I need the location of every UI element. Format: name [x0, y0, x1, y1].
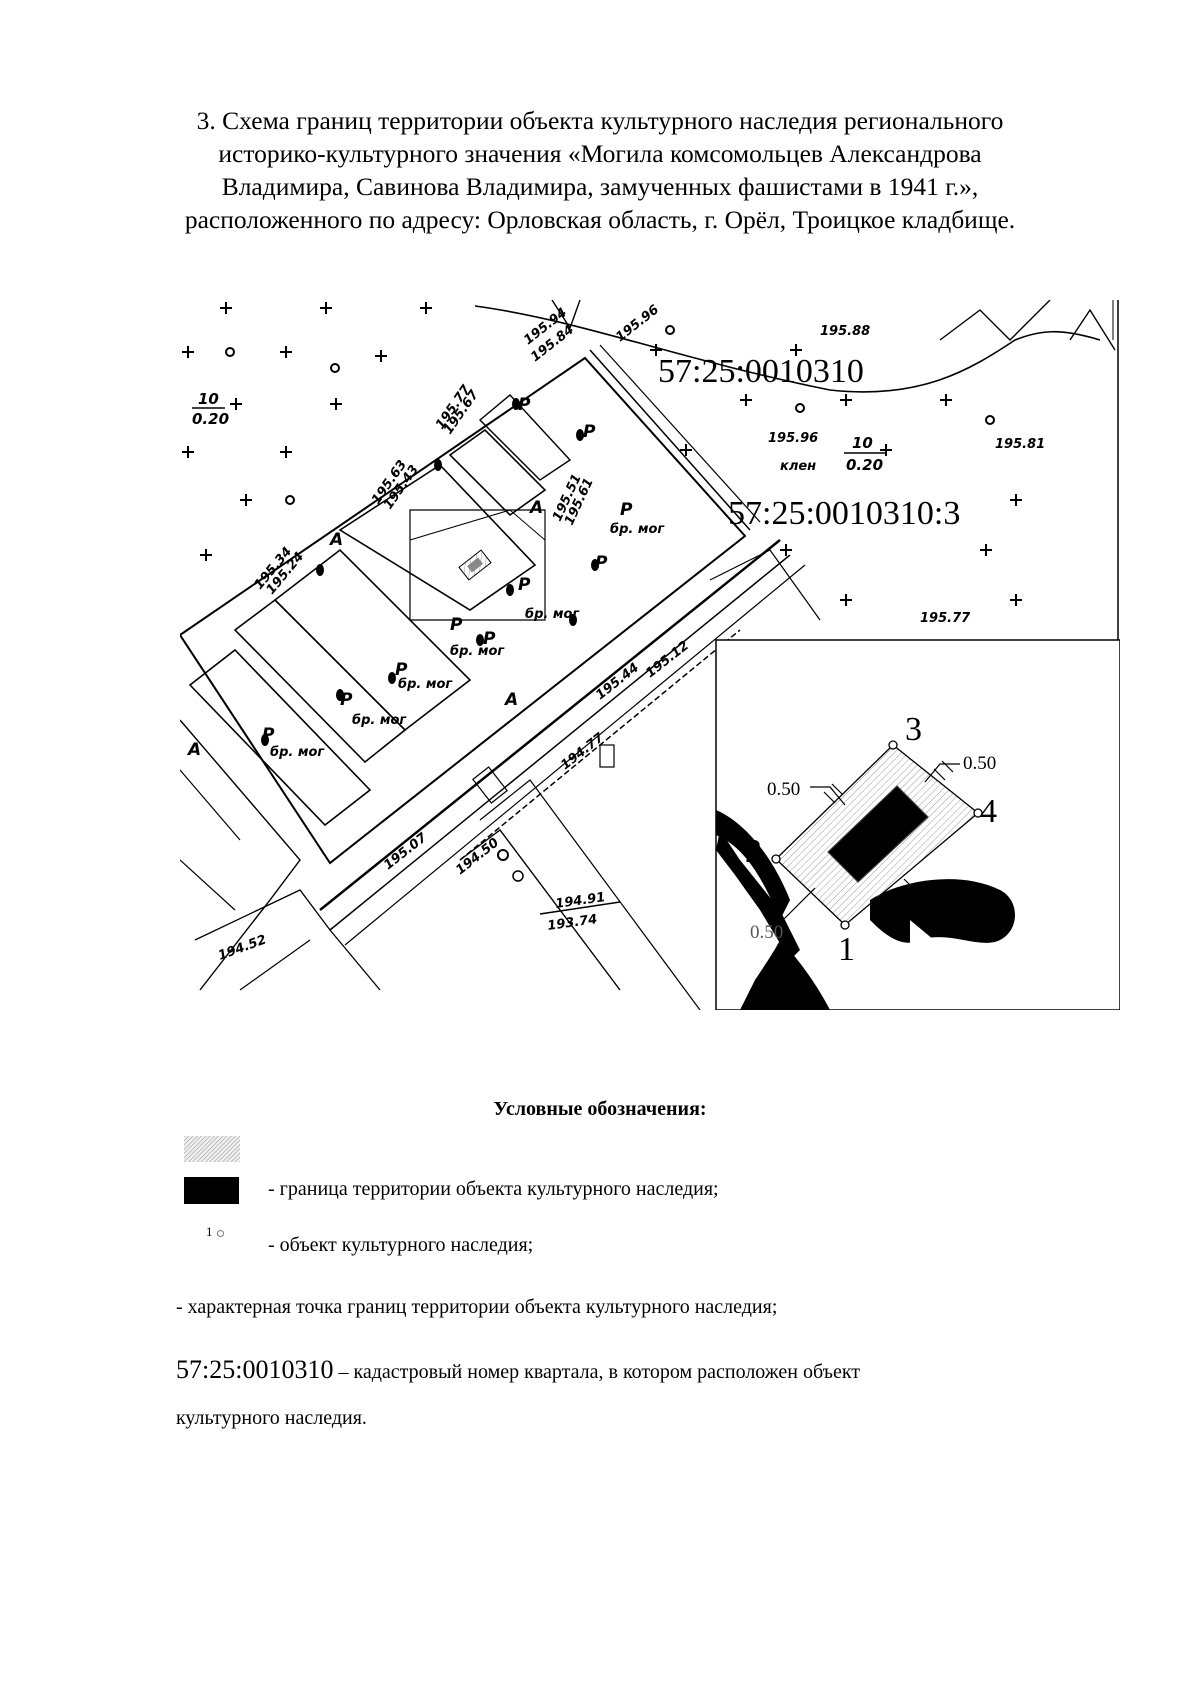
- legend-point-text: - характерная точка границ территории об…: [176, 1296, 778, 1318]
- point-label: 1: [838, 931, 855, 968]
- point-label: 3: [905, 711, 922, 748]
- plot-4: [338, 463, 537, 611]
- svg-text:10: 10: [852, 434, 873, 452]
- corner-point: [840, 920, 850, 930]
- map-letter: Р: [518, 575, 531, 595]
- map-letters: А А А А Р Р Р Р Р Р Р Р Р Р: [186, 395, 633, 760]
- legend-title: Условные обозначения:: [493, 1098, 707, 1120]
- object-label: бр. мог: [525, 607, 580, 622]
- legend-object-swatch: [184, 1177, 239, 1204]
- svg-text:0.20: 0.20: [846, 456, 883, 474]
- street-edge: [319, 539, 781, 911]
- inset-dimension-lines: [779, 760, 960, 921]
- inset-offsets: 0.50 0.50 0.50 0.50: [750, 753, 996, 943]
- map-letter: А: [503, 690, 518, 710]
- offset-label: 0.50: [963, 753, 996, 774]
- fraction-label-1: 10 0.20: [192, 390, 229, 428]
- map-letter: А: [328, 530, 343, 550]
- title-line-1: 3. Схема границ территории объекта культ…: [196, 106, 1004, 135]
- map-letter: Р: [483, 629, 496, 649]
- cadastral-parcel-label: 57:25:0010310:3: [728, 495, 960, 532]
- map-letter: А: [186, 740, 201, 760]
- plot-2: [233, 598, 407, 764]
- legend-cadastral-text-2: культурного наследия.: [176, 1407, 367, 1429]
- corner-point: [771, 854, 781, 864]
- object-label: бр. мог: [270, 745, 325, 760]
- offset-label: 0.50: [948, 890, 981, 911]
- map-letter: Р: [583, 422, 596, 442]
- object-label: бр. мог: [610, 522, 665, 537]
- map-letter: Р: [518, 395, 531, 415]
- corner-point: [973, 808, 983, 818]
- block-boundary: [180, 356, 747, 865]
- elevation-label: 193.74: [546, 912, 598, 934]
- object-marker: [458, 549, 492, 581]
- object-label: клен: [780, 459, 816, 474]
- vegetation-marks: [261, 398, 599, 746]
- fraction-label-2: 10 0.20: [844, 434, 885, 474]
- title-line-3: Владимира, Савинова Владимира, замученны…: [221, 172, 979, 201]
- legend-object-text: - объект культурного наследия;: [268, 1234, 534, 1256]
- object-label: бр. мог: [398, 677, 453, 692]
- title-line-2: историко-культурного значения «Могила ко…: [218, 139, 982, 168]
- tree-symbols: [225, 325, 995, 861]
- elevation-label: 195.81: [995, 437, 1045, 452]
- object-label: бр. мог: [352, 713, 407, 728]
- object-label: бр. мог: [450, 644, 505, 659]
- cadastral-block-label: 57:25:0010310: [658, 353, 864, 390]
- map-letter: Р: [395, 660, 408, 680]
- legend-cadastral-text-1: – кадастровый номер квартала, в котором …: [333, 1361, 861, 1383]
- map-figure: 57:25:0010310 57:25:0010310:3 10 0.20 10…: [180, 300, 1120, 1010]
- legend-point-sample: 1: [206, 1224, 224, 1240]
- map-letter: Р: [262, 725, 275, 745]
- plot-3: [188, 648, 372, 827]
- elevation-label: 195.88: [820, 324, 870, 339]
- legend-boundary-text: - граница территории объекта культурного…: [268, 1178, 719, 1200]
- plot-6: [478, 394, 572, 481]
- offset-label: 0.50: [750, 922, 783, 943]
- map-letter: Р: [595, 553, 608, 573]
- legend-cadastral-number: 57:25:0010310: [176, 1355, 334, 1384]
- elevation-label: 194.52: [216, 933, 268, 964]
- elevation-label: 195.96: [613, 302, 662, 345]
- elevation-label: 195.77: [920, 611, 971, 626]
- elevation-label: 195.96: [768, 431, 818, 446]
- offset-label: 0.50: [767, 779, 800, 800]
- cross-symbols: [182, 302, 1022, 606]
- inset-point-labels: 1 2 3 4: [745, 711, 997, 968]
- svg-text:0.20: 0.20: [192, 410, 229, 428]
- legend-point-number: 1: [206, 1224, 213, 1239]
- corner-point: [888, 740, 898, 750]
- road-curve: [474, 305, 1101, 393]
- elevation-label: 195.07: [381, 830, 431, 873]
- elevation-label: 194.50: [453, 835, 502, 878]
- map-letter: Р: [620, 500, 633, 520]
- map-letter: А: [528, 498, 543, 518]
- inset-corner-points: [771, 740, 983, 930]
- inset-detail: 1 2 3 4 0.50 0.50 0.50 0.50: [715, 639, 1120, 1010]
- point-label: 4: [980, 793, 997, 830]
- plot-1: [273, 548, 472, 732]
- legend-point-circle-icon: [216, 1229, 224, 1237]
- plot-5: [448, 428, 547, 517]
- object-labels: бр. мог бр. мог бр. мог бр. мог бр. мог …: [270, 459, 816, 760]
- map-letter: Р: [450, 615, 463, 635]
- map-letter: Р: [340, 690, 353, 710]
- title-line-4: расположенного по адресу: Орловская обла…: [184, 205, 1016, 234]
- point-label: 2: [745, 833, 762, 870]
- svg-text:10: 10: [198, 390, 219, 408]
- page-title: 3. Схема границ территории объекта культ…: [150, 104, 1050, 236]
- object-frame: [409, 509, 546, 621]
- legend-boundary-swatch: [184, 1136, 240, 1162]
- legend-cadastral-line: 57:25:0010310 – кадастровый номер кварта…: [176, 1355, 860, 1385]
